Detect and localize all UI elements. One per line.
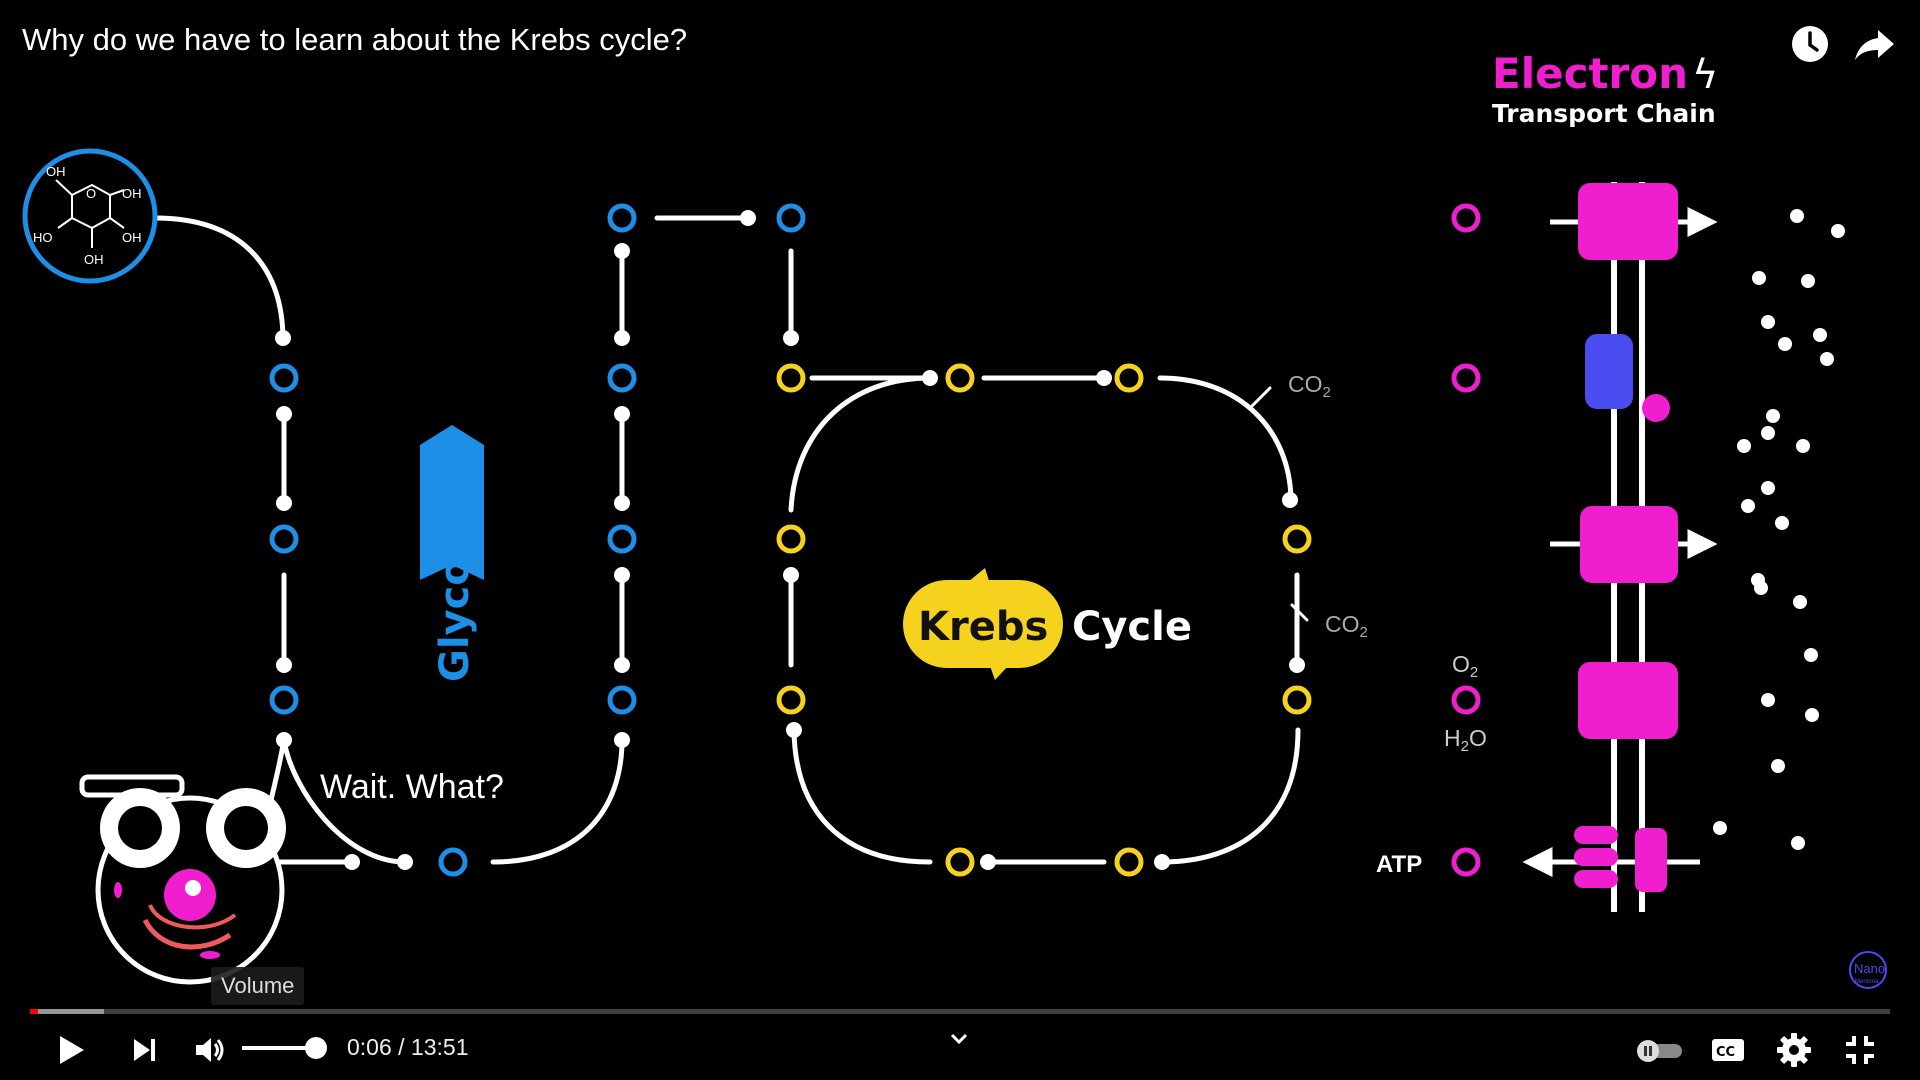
volume-icon[interactable]: [190, 1030, 230, 1070]
co2-branch-1: [1248, 386, 1272, 410]
next-icon[interactable]: [124, 1030, 164, 1070]
play-icon[interactable]: [50, 1030, 90, 1070]
autoplay-toggle-icon[interactable]: [1634, 1030, 1686, 1070]
volume-slider-handle[interactable]: [304, 1037, 327, 1059]
krebs-curve-tl: [788, 375, 933, 513]
gear-icon[interactable]: [1774, 1030, 1814, 1070]
player-controls: 0:06 / 13:51 CC: [0, 1022, 1920, 1076]
glucose-oh-top: OH: [46, 164, 66, 179]
krebs-curve-tr: [1157, 375, 1294, 503]
svg-text:CC: CC: [1716, 1045, 1735, 1060]
h2o-label: H2O: [1444, 725, 1487, 755]
exit-fullscreen-icon[interactable]: [1840, 1030, 1880, 1070]
krebs-curve-br: [1159, 727, 1301, 865]
etc-proteins: [1574, 183, 1678, 892]
glycolysis-banner: [420, 425, 484, 580]
co2-branch-2: [1290, 603, 1309, 622]
volume-tooltip: Volume: [211, 967, 305, 1005]
co2-label-1: CO2: [1288, 371, 1331, 401]
video-title[interactable]: Why do we have to learn about the Krebs …: [22, 22, 688, 57]
glucose-oh-bottom: OH: [84, 252, 104, 267]
speech-text: Wait. What?: [320, 768, 504, 806]
chevron-down-icon[interactable]: [948, 1028, 970, 1050]
atp-label: ATP: [1376, 851, 1422, 878]
watermark-logo: [1849, 951, 1887, 989]
volume-slider[interactable]: [242, 1046, 324, 1050]
krebs-bubble: [903, 568, 1063, 680]
etc-title-line1: Electron: [1492, 49, 1688, 98]
glucose-oh-right2: OH: [122, 230, 142, 245]
proton-dots: [1713, 209, 1845, 850]
o2-label: O2: [1452, 651, 1478, 681]
watermark-name: Nano: [1854, 961, 1885, 976]
etc-nodes: [1451, 203, 1481, 877]
glycolysis-nodes: [269, 203, 806, 877]
co2-label-2: CO2: [1325, 611, 1368, 641]
glucose-ho-left: HO: [33, 230, 53, 245]
progress-bar[interactable]: [30, 1009, 1890, 1014]
time-display: 0:06 / 13:51: [347, 1034, 469, 1060]
path-glucose-out: [152, 215, 286, 341]
joint-dots: [275, 210, 1305, 870]
glyco-curve-bottom-a: [281, 737, 408, 865]
glucose-oh-right: OH: [122, 186, 142, 201]
lightning-icon: ϟ: [1692, 52, 1718, 98]
progress-buffered: [30, 1009, 105, 1014]
cell-character: [79, 774, 286, 985]
cycle-word: Cycle: [1072, 604, 1192, 650]
krebs-curve-bl: [791, 727, 933, 865]
share-arrow-icon[interactable]: [1850, 20, 1898, 68]
glyco-curve-up: [490, 737, 625, 865]
etc-title-line2: Transport Chain: [1492, 99, 1716, 128]
etc-blue-protein: [1585, 334, 1633, 409]
watermark-sub: Mentoria: [1855, 979, 1879, 985]
krebs-nodes: [776, 363, 1312, 877]
progress-played: [30, 1009, 38, 1014]
glucose-molecule: [22, 148, 158, 284]
glucose-ring-o: O: [86, 186, 96, 201]
glycolysis-label: Glycolysis: [432, 457, 478, 682]
clock-icon[interactable]: [1786, 20, 1834, 68]
captions-icon[interactable]: CC: [1708, 1030, 1748, 1070]
krebs-word: Krebs: [918, 604, 1048, 650]
glucose-labels: OH OH HO OH OH O: [33, 164, 142, 267]
